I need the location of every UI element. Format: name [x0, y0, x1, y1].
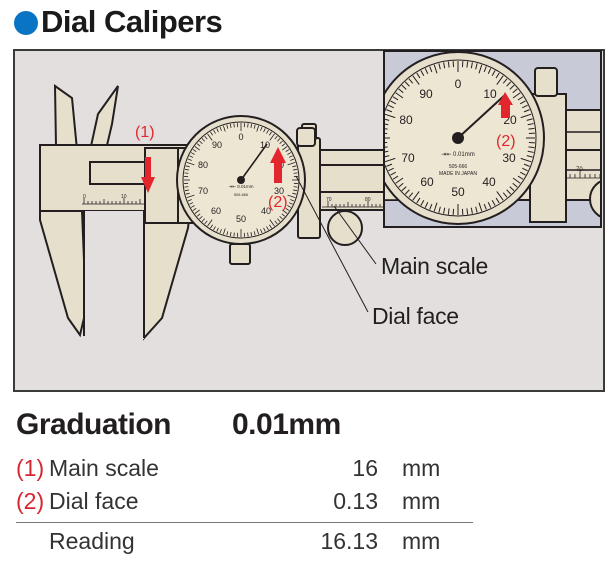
bullet-icon	[14, 11, 38, 35]
graduation-label: Graduation	[16, 408, 172, 441]
total-value: 16.13	[320, 528, 378, 554]
total-label: Reading	[49, 528, 135, 554]
row-value: 0.13	[333, 488, 378, 514]
title-text: Dial Calipers	[41, 4, 223, 39]
marker-2: (2)	[268, 194, 288, 211]
svg-text:(2): (2)	[496, 133, 516, 150]
svg-text:50: 50	[236, 214, 246, 224]
svg-text:30: 30	[502, 151, 516, 165]
svg-text:80: 80	[365, 197, 371, 203]
row-value: 16	[352, 455, 378, 481]
dial-gauge: 0 10 20 30 40 50 60 70 80 90 ⇥⇤ 0.01mm 5…	[176, 115, 306, 245]
svg-text:70: 70	[326, 197, 332, 203]
svg-text:60: 60	[211, 206, 221, 216]
svg-text:30: 30	[274, 186, 284, 196]
marker-1: (1)	[135, 124, 155, 141]
callout-main-scale: Main scale	[381, 253, 488, 279]
caliper-body	[39, 84, 385, 341]
svg-text:⇥⇤ 0.01mm: ⇥⇤ 0.01mm	[441, 152, 474, 158]
callout-dial-face: Dial face	[372, 303, 459, 329]
svg-text:40: 40	[482, 175, 496, 189]
dial-inset: 70 0 10 20 30 40 50 60 70 80 90 ⇥⇤ 0.01m…	[384, 51, 601, 227]
svg-text:80: 80	[399, 113, 413, 127]
main-scale-left	[82, 198, 145, 205]
svg-text:MADE IN JAPAN: MADE IN JAPAN	[439, 171, 477, 177]
row-label: Main scale	[49, 455, 159, 481]
svg-text:90: 90	[212, 140, 222, 150]
svg-text:505-666: 505-666	[449, 164, 468, 170]
svg-text:70: 70	[198, 186, 208, 196]
table-row-main-scale: (1) Main scale 16 mm	[16, 455, 476, 487]
row-unit: mm	[402, 488, 441, 514]
main-scale-right	[322, 201, 384, 208]
svg-text:0: 0	[455, 77, 462, 91]
svg-text:70: 70	[401, 151, 415, 165]
svg-text:0: 0	[238, 132, 243, 142]
svg-text:80: 80	[198, 160, 208, 170]
page-title: Dial Calipers	[14, 2, 223, 42]
row-marker: (1)	[16, 455, 45, 481]
graduation-value: 0.01mm	[232, 408, 341, 441]
svg-text:10: 10	[483, 87, 497, 101]
svg-text:50: 50	[451, 185, 465, 199]
svg-text:⇥⇤ 0.01mm: ⇥⇤ 0.01mm	[228, 184, 253, 189]
svg-text:10: 10	[260, 140, 270, 150]
row-label: Dial face	[49, 488, 139, 514]
svg-text:60: 60	[420, 175, 434, 189]
table-row-dial-face: (2) Dial face 0.13 mm	[16, 488, 476, 520]
svg-text:90: 90	[419, 87, 433, 101]
svg-text:10: 10	[121, 194, 127, 200]
svg-text:40: 40	[261, 206, 271, 216]
caliper-illustration: 0 10 70 80 0 10 20 30 40 50 60 70 80 90 …	[39, 50, 602, 341]
divider	[16, 522, 473, 523]
svg-text:70: 70	[576, 167, 583, 173]
svg-text:505-666: 505-666	[234, 193, 248, 197]
total-unit: mm	[402, 528, 441, 554]
row-marker: (2)	[16, 488, 45, 514]
arrow-icon	[141, 147, 286, 193]
row-unit: mm	[402, 455, 441, 481]
table-row-reading: Reading 16.13 mm	[16, 528, 476, 560]
svg-text:0: 0	[83, 194, 86, 200]
